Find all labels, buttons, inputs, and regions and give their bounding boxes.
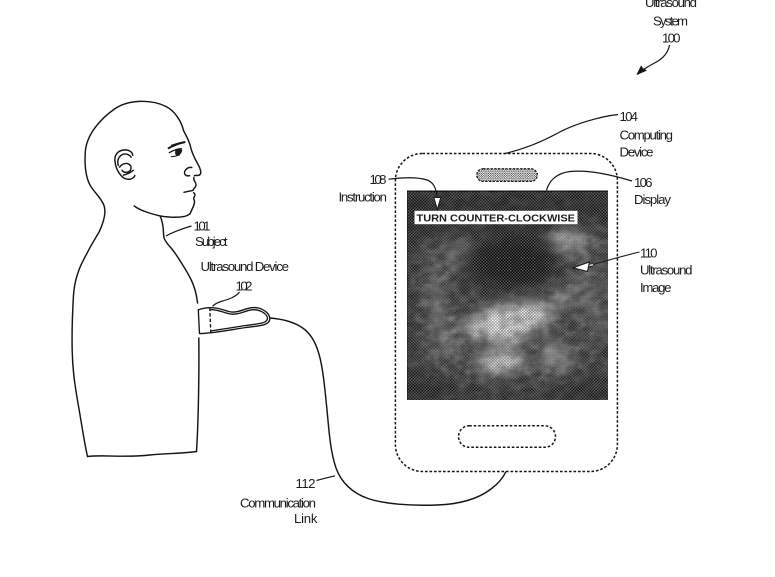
svg-text:TURN COUNTER-CLOCKWISE: TURN COUNTER-CLOCKWISE: [417, 213, 576, 224]
svg-text:Instruction: Instruction: [339, 190, 388, 205]
svg-text:Display: Display: [634, 192, 671, 207]
svg-text:101: 101: [194, 219, 211, 234]
svg-text:100: 100: [662, 31, 681, 46]
svg-text:106: 106: [634, 175, 653, 190]
svg-text:Link: Link: [294, 511, 318, 526]
svg-text:Image: Image: [640, 280, 672, 295]
svg-text:Ultrasound Device: Ultrasound Device: [201, 259, 290, 274]
svg-text:Computing: Computing: [620, 128, 674, 143]
svg-text:108: 108: [370, 172, 387, 187]
svg-text:Subject: Subject: [195, 234, 228, 249]
svg-text:Ultrasound: Ultrasound: [645, 0, 697, 10]
svg-text:104: 104: [620, 109, 639, 124]
svg-text:Communication: Communication: [240, 496, 316, 511]
svg-text:Device: Device: [620, 145, 654, 160]
svg-text:System: System: [653, 14, 688, 29]
svg-text:110: 110: [640, 246, 658, 261]
svg-text:Ultrasound: Ultrasound: [640, 263, 693, 278]
svg-text:102: 102: [236, 279, 253, 294]
svg-text:112: 112: [296, 476, 316, 491]
